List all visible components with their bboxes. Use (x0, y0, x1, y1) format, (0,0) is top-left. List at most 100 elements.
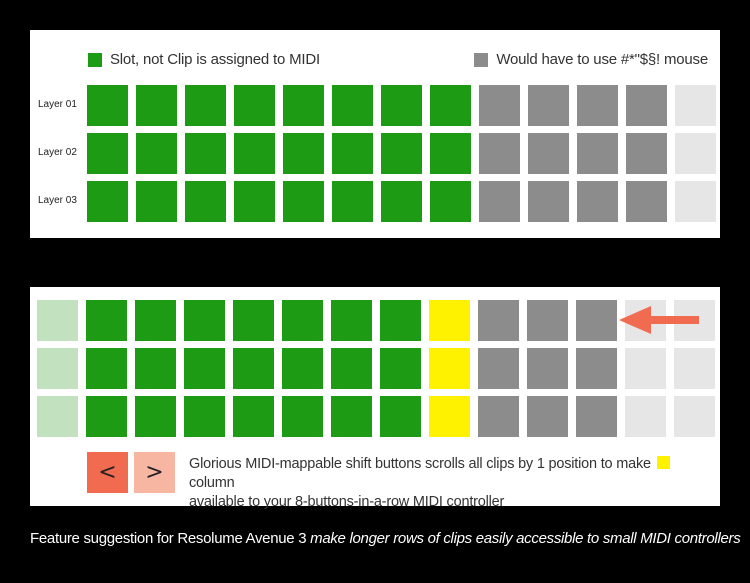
yellow-swatch (656, 456, 670, 469)
caption-italic: make longer rows of clips easily accessi… (310, 530, 741, 547)
clip-slot[interactable] (233, 300, 274, 341)
clip-slot[interactable] (380, 348, 421, 389)
clip-slot[interactable] (331, 300, 372, 341)
clip-slot[interactable] (527, 300, 568, 341)
description-text-1: Glorious MIDI-mappable shift buttons scr… (189, 456, 651, 472)
clip-slot[interactable] (478, 348, 519, 389)
legend-slot-label: Slot, not Clip is assigned to MIDI (110, 51, 320, 68)
clip-slot[interactable] (136, 133, 177, 174)
clip-slot[interactable] (282, 348, 323, 389)
clip-slot[interactable] (381, 181, 422, 222)
clip-slot[interactable] (577, 85, 618, 126)
layer-label: Layer 02 (38, 147, 77, 158)
clip-slot[interactable] (331, 396, 372, 437)
clip-slot[interactable] (675, 181, 716, 222)
clip-slot[interactable] (478, 396, 519, 437)
top-panel: Slot, not Clip is assigned to MIDI Would… (30, 30, 720, 238)
clip-slot[interactable] (283, 133, 324, 174)
clip-slot[interactable] (86, 348, 127, 389)
clip-slot[interactable] (282, 300, 323, 341)
clip-slot[interactable] (429, 396, 470, 437)
clip-slot[interactable] (233, 348, 274, 389)
clip-slot[interactable] (429, 300, 470, 341)
clip-slot[interactable] (576, 348, 617, 389)
clip-slot[interactable] (430, 85, 471, 126)
clip-slot[interactable] (37, 348, 78, 389)
clip-slot[interactable] (185, 181, 226, 222)
clip-slot[interactable] (479, 181, 520, 222)
clip-slot[interactable] (234, 133, 275, 174)
clip-slot[interactable] (675, 85, 716, 126)
clip-slot[interactable] (37, 300, 78, 341)
clip-slot[interactable] (527, 396, 568, 437)
clip-slot[interactable] (380, 396, 421, 437)
clip-slot[interactable] (478, 300, 519, 341)
clip-slot[interactable] (332, 85, 373, 126)
clip-slot[interactable] (87, 181, 128, 222)
clip-slot[interactable] (380, 300, 421, 341)
clip-slot[interactable] (528, 133, 569, 174)
clip-slot[interactable] (626, 85, 667, 126)
clip-slot[interactable] (527, 348, 568, 389)
clip-slot[interactable] (135, 300, 176, 341)
shift-left-button[interactable]: < (87, 452, 128, 493)
clip-slot[interactable] (479, 133, 520, 174)
clip-slot[interactable] (86, 396, 127, 437)
clip-slot[interactable] (626, 181, 667, 222)
description-text-3: available to your 8-buttons-in-a-row MID… (189, 494, 505, 510)
legend-gray-swatch (474, 52, 489, 67)
clip-slot[interactable] (184, 396, 225, 437)
clip-slot[interactable] (135, 348, 176, 389)
clip-slot[interactable] (233, 396, 274, 437)
caption: Feature suggestion for Resolume Avenue 3… (30, 530, 741, 547)
clip-slot[interactable] (625, 348, 666, 389)
bottom-panel: < > Glorious MIDI-mappable shift buttons… (30, 287, 720, 510)
clip-slot[interactable] (626, 133, 667, 174)
clip-slot[interactable] (185, 133, 226, 174)
clip-slot[interactable] (577, 181, 618, 222)
clip-slot[interactable] (87, 85, 128, 126)
clip-slot[interactable] (283, 85, 324, 126)
clip-slot[interactable] (184, 348, 225, 389)
clip-slot[interactable] (184, 300, 225, 341)
clip-slot[interactable] (528, 85, 569, 126)
clip-slot[interactable] (234, 181, 275, 222)
arrow-icon (619, 306, 699, 334)
clip-slot[interactable] (87, 133, 128, 174)
clip-slot[interactable] (234, 85, 275, 126)
clip-slot[interactable] (576, 396, 617, 437)
legend-green-swatch (88, 52, 102, 67)
clip-slot[interactable] (331, 348, 372, 389)
clip-slot[interactable] (429, 348, 470, 389)
clip-slot[interactable] (381, 85, 422, 126)
clip-slot[interactable] (136, 181, 177, 222)
clip-slot[interactable] (86, 300, 127, 341)
clip-slot[interactable] (577, 133, 618, 174)
layer-label: Layer 03 (38, 195, 77, 206)
clip-slot[interactable] (576, 300, 617, 341)
shift-right-button[interactable]: > (134, 452, 175, 493)
caption-plain: Feature suggestion for Resolume Avenue 3 (30, 530, 307, 547)
clip-slot[interactable] (332, 133, 373, 174)
clip-slot[interactable] (283, 181, 324, 222)
clip-slot[interactable] (332, 181, 373, 222)
clip-slot[interactable] (430, 133, 471, 174)
clip-slot[interactable] (479, 85, 520, 126)
clip-slot[interactable] (625, 396, 666, 437)
clip-slot[interactable] (674, 348, 715, 389)
clip-slot[interactable] (675, 133, 716, 174)
clip-slot[interactable] (37, 396, 78, 437)
legend-mouse-label: Would have to use #*"$§! mouse (496, 51, 708, 68)
clip-slot[interactable] (381, 133, 422, 174)
clip-slot[interactable] (528, 181, 569, 222)
clip-slot[interactable] (135, 396, 176, 437)
legend-slot: Slot, not Clip is assigned to MIDI (88, 51, 320, 68)
clip-slot[interactable] (282, 396, 323, 437)
shift-description: Glorious MIDI-mappable shift buttons scr… (189, 455, 709, 512)
description-text-2: column (189, 475, 235, 491)
clip-slot[interactable] (430, 181, 471, 222)
legend-mouse: Would have to use #*"$§! mouse (474, 51, 708, 68)
clip-slot[interactable] (136, 85, 177, 126)
clip-slot[interactable] (185, 85, 226, 126)
clip-slot[interactable] (674, 396, 715, 437)
